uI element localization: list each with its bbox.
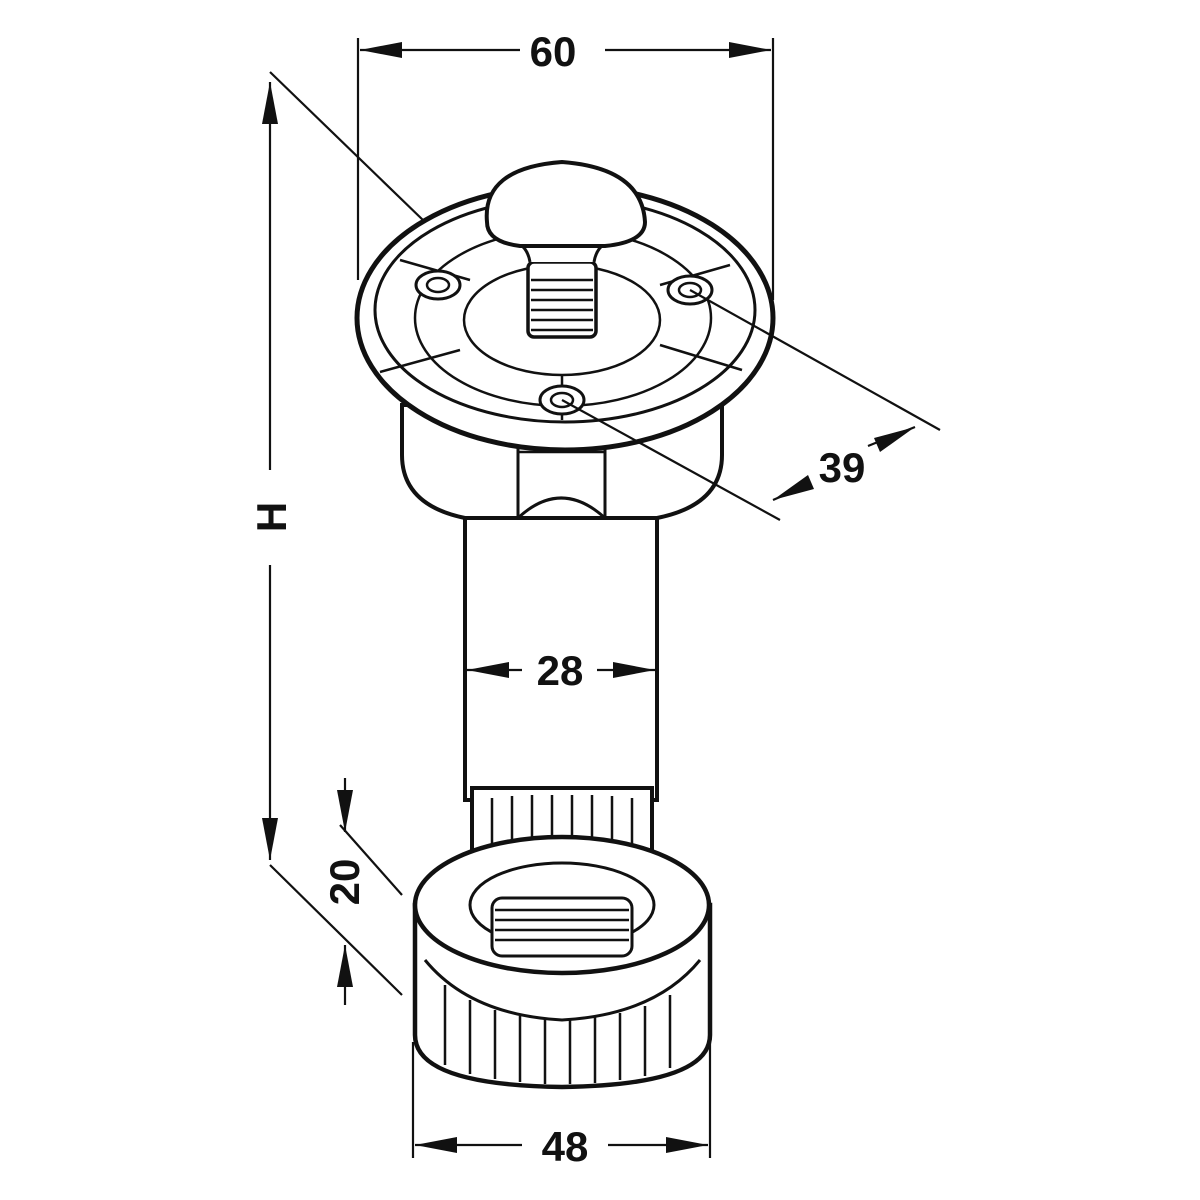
leg-assembly (354, 159, 776, 1090)
dim-base-diameter (411, 1042, 712, 1158)
base-foot (412, 834, 713, 1090)
label-base-diameter: 48 (542, 1123, 589, 1170)
top-stud (484, 159, 648, 339)
label-nut-height: 20 (321, 859, 368, 906)
label-top-width: 60 (530, 28, 577, 75)
dim-hole-spacing (561, 289, 941, 521)
dim-shaft-diameter (467, 662, 655, 678)
dimension-lines (262, 38, 941, 1158)
dimension-labels: 60 H 39 28 20 48 (248, 28, 865, 1170)
label-height: H (248, 502, 295, 532)
dim-top-width (356, 38, 775, 300)
label-hole-spacing: 39 (819, 444, 866, 491)
dim-nut-height (337, 778, 403, 1005)
shaft (463, 498, 659, 802)
dim-height (262, 71, 426, 996)
screw-hole-left (414, 269, 462, 301)
label-shaft-diameter: 28 (537, 647, 584, 694)
